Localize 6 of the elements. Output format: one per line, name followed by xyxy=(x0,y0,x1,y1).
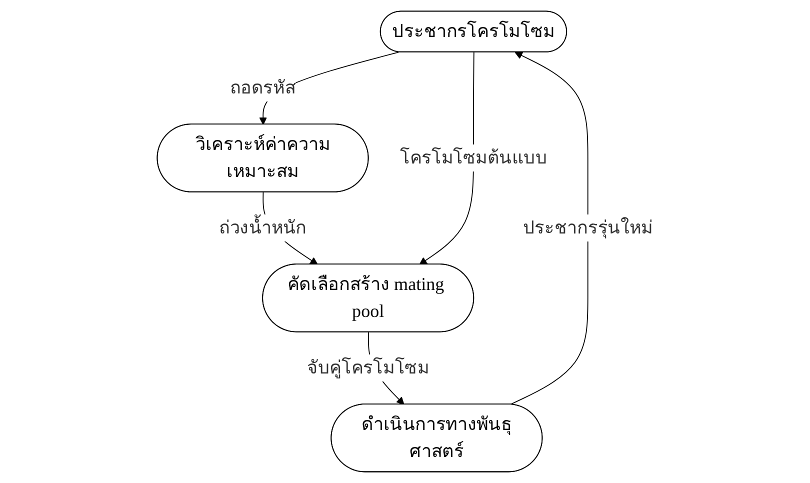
edge-label: ถอดรหัส xyxy=(230,78,296,98)
arrow xyxy=(510,52,588,405)
edge-label: โครโมโซมต้นแบบ xyxy=(400,148,548,168)
arrow xyxy=(419,52,474,265)
edge-label: ประชากรรุ่นใหม่ xyxy=(522,218,653,238)
edge-label: จับคู่โครโมโซม xyxy=(307,358,429,378)
